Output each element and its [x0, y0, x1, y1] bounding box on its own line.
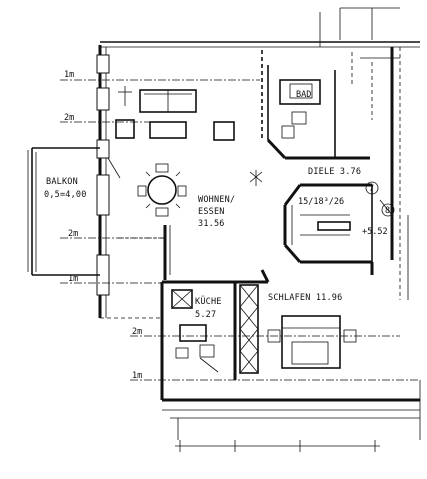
height-mark-3: 2m: [68, 229, 78, 239]
dimension-line: [175, 440, 380, 452]
room-label-balkon-area: 0,5=4,00: [44, 190, 87, 200]
room-label-bad: BAD: [296, 90, 311, 100]
room-label-essen: ESSEN: [198, 207, 225, 217]
roof-outline: [100, 7, 420, 48]
room-label-balkon: BALKON: [46, 177, 78, 187]
height-mark-6: 1m: [132, 371, 142, 381]
room-label-kueche-area: 5.27: [195, 310, 216, 320]
marker-8-icon: [381, 203, 395, 217]
marker-8-label: 8: [385, 206, 390, 216]
stair-level-label: +5.52: [362, 227, 388, 237]
room-label-kueche: KÜCHE: [195, 296, 222, 307]
living-furniture: [115, 86, 235, 217]
marker-7-icon: [365, 181, 379, 195]
height-mark-2: 2m: [64, 113, 74, 123]
height-mark-5: 2m: [132, 327, 142, 337]
stair-steps-label: 15/18³/26: [298, 197, 344, 207]
interior-walls: [100, 47, 421, 440]
height-mark-4: 1m: [68, 274, 78, 284]
level-marker-icon: [249, 170, 263, 186]
room-label-schlafen: SCHLAFEN 11.96: [268, 293, 342, 303]
height-mark-1: 1m: [64, 70, 74, 80]
room-label-wohnen-area: 31.56: [198, 219, 225, 229]
room-label-diele: DIELE 3.76: [308, 167, 361, 177]
balcony: [27, 147, 121, 276]
room-label-wohnen: WOHNEN/: [198, 195, 235, 205]
marker-7-label: 7: [369, 184, 374, 194]
exterior-wall-left: [96, 45, 110, 318]
